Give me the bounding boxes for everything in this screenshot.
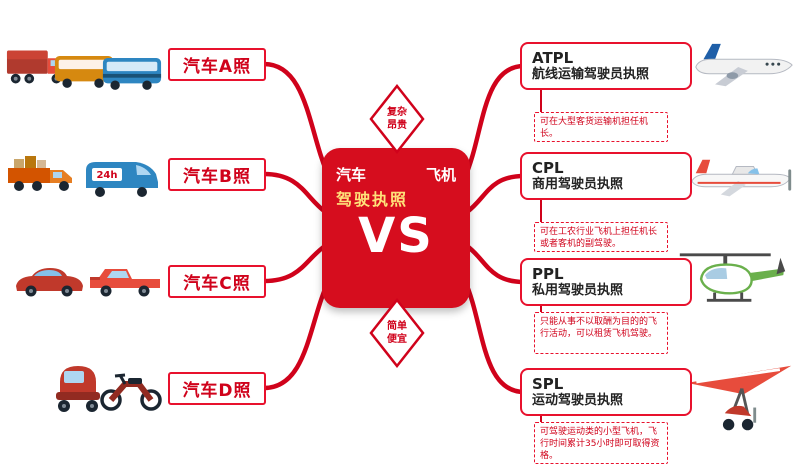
ppl-name: 私用驾驶员执照 bbox=[532, 282, 624, 298]
spl-box: SPL 运动驾驶员执照 bbox=[520, 368, 692, 416]
diamond-shape-icon bbox=[369, 84, 425, 154]
top-diamond-tag: 复杂 昂贵 bbox=[369, 84, 425, 154]
car-license-c-box: 汽车C照 bbox=[168, 265, 266, 298]
car-license-d-label: 汽车D照 bbox=[182, 381, 252, 401]
city-bus-icon bbox=[54, 56, 114, 88]
car-license-d-box: 汽车D照 bbox=[168, 372, 266, 405]
prop-plane-icon bbox=[691, 159, 792, 197]
atpl-box: ATPL 航线运输驾驶员执照 bbox=[520, 42, 692, 90]
bottom-tag-text: 简单 便宜 bbox=[369, 298, 425, 368]
vs-label: VS bbox=[358, 208, 434, 264]
van-24h-badge: 24h bbox=[96, 170, 117, 181]
tuktuk-icon bbox=[56, 366, 100, 412]
coach-bus-icon bbox=[102, 58, 162, 90]
airliner-icon bbox=[695, 43, 793, 87]
atpl-code: ATPL bbox=[532, 48, 574, 67]
ppl-box: PPL 私用驾驶员执照 bbox=[520, 258, 692, 306]
bottom-tag-line1: 简单 bbox=[387, 321, 407, 332]
cargo-truck-icon bbox=[8, 156, 72, 191]
top-tag-text: 复杂 昂贵 bbox=[369, 84, 425, 154]
bottom-tag-line2: 便宜 bbox=[387, 334, 407, 345]
ppl-note: 只能从事不以取酬为目的的飞行活动，可以租赁飞机驾驶。 bbox=[534, 312, 668, 354]
cpl-code: CPL bbox=[532, 158, 564, 177]
helicopter-icon bbox=[679, 253, 786, 302]
cpl-note: 可在工农行业飞机上担任机长或者客机的副驾驶。 bbox=[534, 222, 668, 252]
spl-note: 可驾驶运动类的小型飞机，飞行时间累计35小时即可取得资格。 bbox=[534, 422, 668, 464]
bottom-diamond-tag: 简单 便宜 bbox=[369, 298, 425, 368]
spl-code: SPL bbox=[532, 374, 564, 393]
car-license-b-label: 汽车B照 bbox=[183, 167, 251, 187]
delivery-van-icon: 24h bbox=[86, 162, 158, 197]
cpl-box: CPL 商用驾驶员执照 bbox=[520, 152, 692, 200]
motorcycle-icon bbox=[100, 373, 162, 411]
top-tag-line2: 昂贵 bbox=[387, 120, 407, 131]
center-license-label: 驾驶执照 bbox=[336, 190, 409, 209]
center-plane-label: 飞机 bbox=[425, 166, 456, 184]
spl-name: 运动驾驶员执照 bbox=[532, 392, 624, 408]
car-license-b-box: 汽车B照 bbox=[168, 158, 266, 191]
car-license-c-label: 汽车C照 bbox=[183, 274, 251, 294]
center-car-label: 汽车 bbox=[336, 166, 367, 184]
pickup-truck-icon bbox=[90, 269, 160, 297]
ultralight-trike-icon bbox=[686, 365, 792, 431]
cpl-name: 商用驾驶员执照 bbox=[532, 176, 624, 192]
sedan-car-icon bbox=[16, 268, 83, 297]
car-license-a-box: 汽车A照 bbox=[168, 48, 266, 81]
ppl-code: PPL bbox=[532, 264, 564, 283]
atpl-name: 航线运输驾驶员执照 bbox=[532, 66, 650, 82]
top-tag-line1: 复杂 bbox=[387, 107, 407, 118]
car-license-a-label: 汽车A照 bbox=[182, 57, 252, 77]
diamond-shape-icon bbox=[369, 298, 425, 368]
atpl-note: 可在大型客货运输机担任机长。 bbox=[534, 112, 668, 142]
center-vs-node: 汽车 飞机 驾驶执照 VS bbox=[322, 148, 470, 308]
